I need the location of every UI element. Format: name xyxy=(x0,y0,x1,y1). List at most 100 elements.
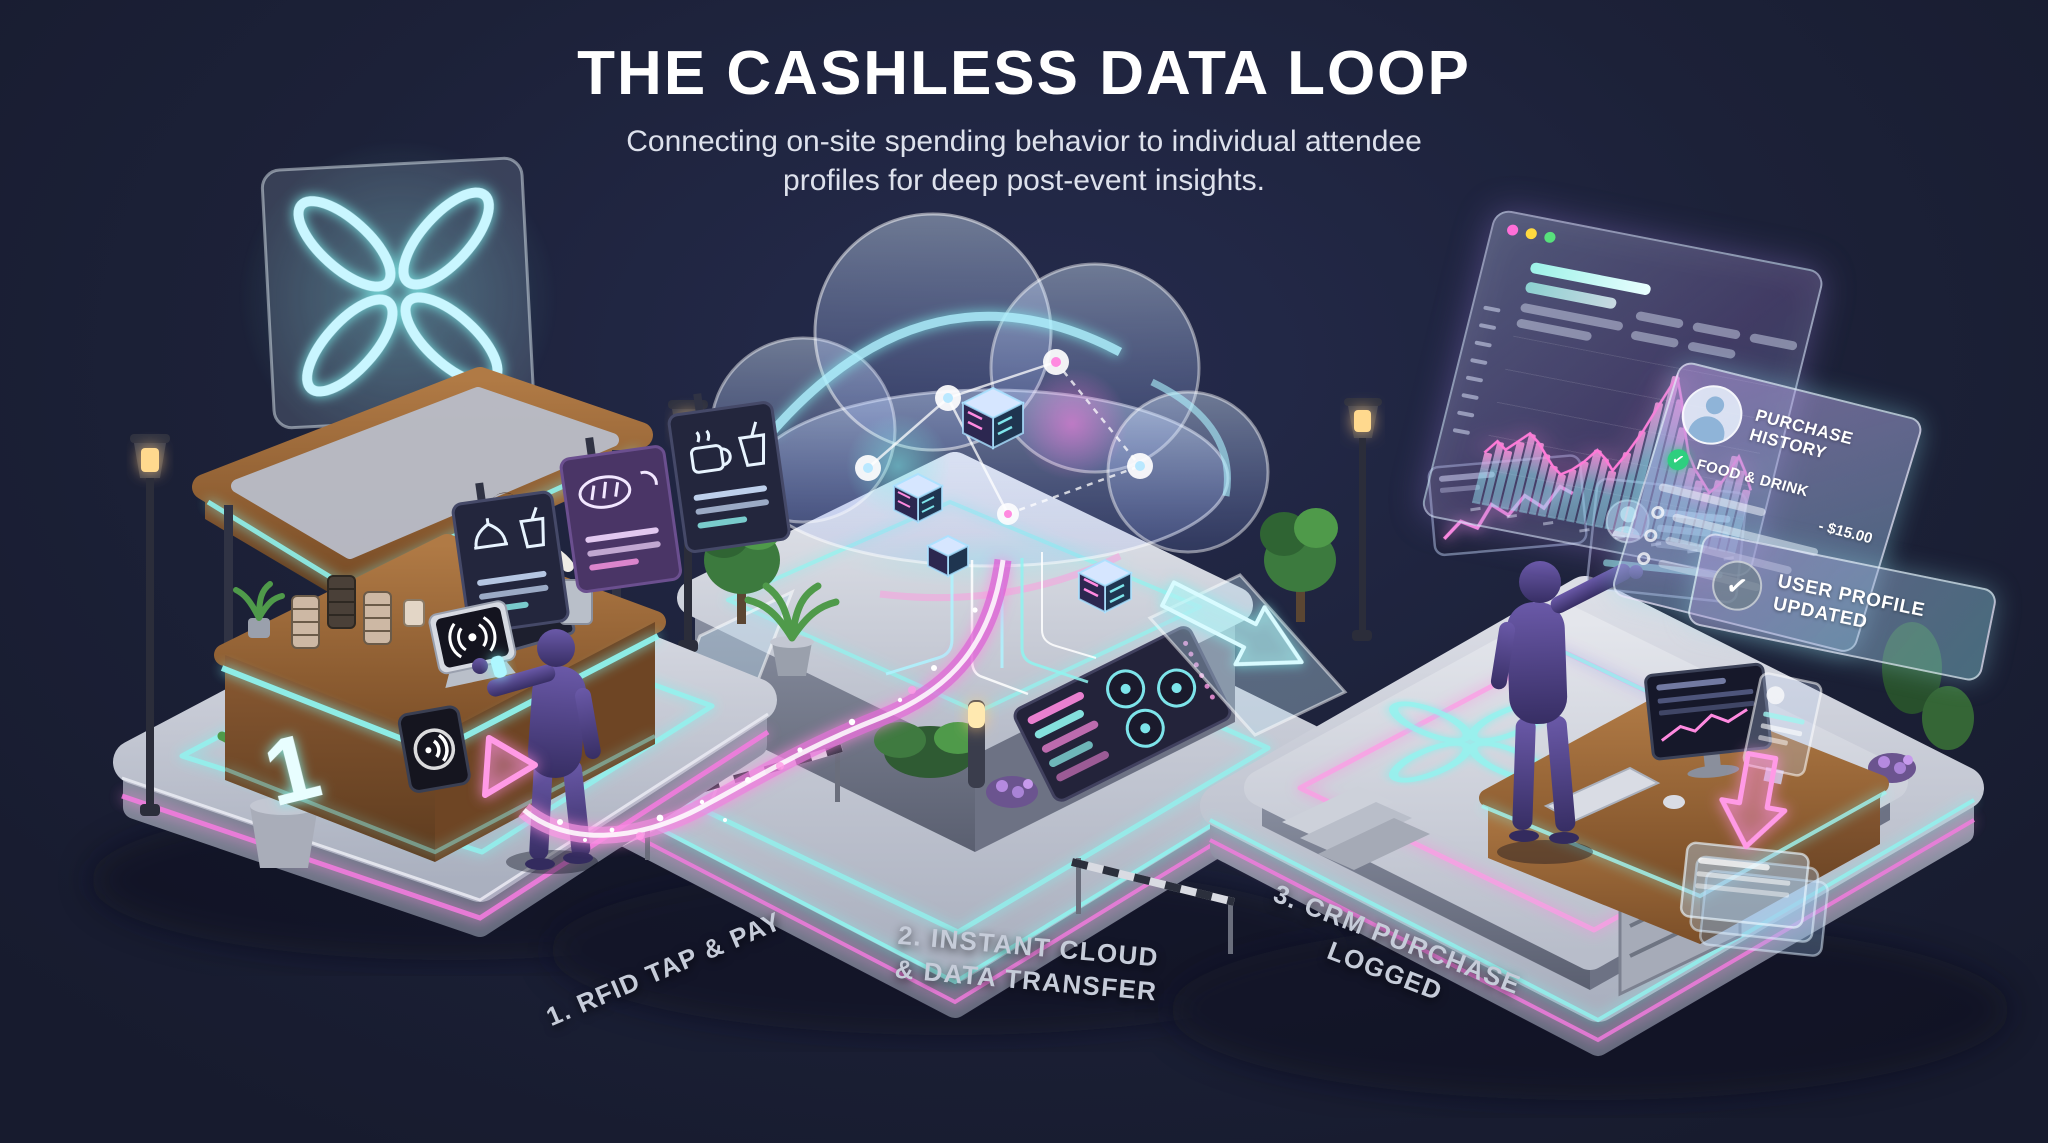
stream-sparkles-pink xyxy=(636,686,916,840)
window-dot-close[interactable] xyxy=(1505,223,1520,237)
middle-platform-neon-cyan xyxy=(565,758,1320,985)
stream-arrowhead xyxy=(482,735,538,798)
server-rack-panel xyxy=(1013,626,1232,802)
menu-line xyxy=(695,499,769,515)
bread-icon xyxy=(578,475,632,509)
cube-circuit-glyph xyxy=(1083,577,1099,598)
server-indicator-bar xyxy=(1034,709,1084,739)
server-indicator-bar xyxy=(1056,751,1109,782)
coffee-icon xyxy=(689,429,732,474)
radio-icon[interactable] xyxy=(1635,550,1652,567)
menu-line xyxy=(693,485,768,501)
desk-front xyxy=(1700,784,1880,944)
street-lamp xyxy=(130,434,170,816)
right-platform-neon-cyan xyxy=(1209,798,1976,1023)
radio-icon[interactable] xyxy=(1649,504,1667,521)
counter-plant xyxy=(233,581,285,638)
figure-leg xyxy=(529,761,553,860)
street-lamp xyxy=(1344,398,1382,641)
menu-line xyxy=(479,584,549,600)
crm-documents xyxy=(1679,841,1829,957)
menu-line xyxy=(477,570,547,586)
data-cube xyxy=(1076,558,1134,614)
server-indicator-bar xyxy=(1027,691,1084,725)
figure-shadow xyxy=(1497,840,1593,864)
desk-top xyxy=(1479,691,1889,893)
vendor-booth: 1 xyxy=(192,138,791,862)
canopy-inset xyxy=(231,387,619,559)
contactless-icon xyxy=(448,616,497,659)
soda-cup-icon xyxy=(737,421,766,468)
figure-arm-raised xyxy=(487,664,556,697)
mouse xyxy=(1663,795,1685,809)
flower-bush xyxy=(986,776,1038,808)
potted-palm xyxy=(744,582,840,676)
radio-icon[interactable] xyxy=(1642,527,1659,544)
cloud-platform xyxy=(677,452,1253,852)
stairs xyxy=(1282,786,1430,870)
profile-logged-arrow xyxy=(1719,751,1788,850)
monitor-chart-line xyxy=(1660,708,1748,742)
data-cloud xyxy=(709,212,1270,696)
cube-circuit-glyph xyxy=(897,491,911,508)
croissant-icon xyxy=(640,470,658,485)
window-dot-minimize[interactable] xyxy=(1524,227,1539,241)
cake-icon xyxy=(474,518,509,550)
figure-leg xyxy=(1512,717,1536,830)
desk-front xyxy=(1488,798,1700,944)
cube-circuit-glyph xyxy=(921,496,935,513)
nav-chip[interactable] xyxy=(1687,341,1737,360)
cube-circuit-glyph xyxy=(967,410,983,431)
drink-cup-icon xyxy=(519,506,545,549)
crm-dashboard-window: PURCHASE HISTORY ✓ FOOD & DRINK - $15.00 xyxy=(1419,208,1925,655)
menu-line xyxy=(697,516,748,529)
purchase-history-title: PURCHASE HISTORY xyxy=(1747,406,1856,463)
left-platform-neon-pink xyxy=(121,729,770,921)
nav-chip[interactable] xyxy=(1748,332,1799,351)
booth-post xyxy=(224,505,233,670)
middle-platform-neon-pink xyxy=(565,778,1320,1005)
left-platform-white-strip xyxy=(121,712,769,902)
window-dot-maximize[interactable] xyxy=(1543,230,1557,244)
server-fan-icon xyxy=(1125,708,1165,748)
check-icon: ✓ xyxy=(1664,447,1692,473)
contactless-icon xyxy=(413,728,456,770)
figure-head xyxy=(1519,561,1561,603)
data-cube xyxy=(960,386,1026,450)
figure-head xyxy=(537,629,575,667)
tap-to-cloud-stream xyxy=(482,558,1012,844)
figure-torso xyxy=(1506,601,1568,725)
menu-board xyxy=(559,437,682,594)
server-fan-icon xyxy=(1157,668,1197,708)
cloud-rim-light-cyan xyxy=(768,311,1123,435)
coffee-cup-stack xyxy=(291,575,425,649)
server-dot-matrix xyxy=(1183,640,1215,700)
crm-desk xyxy=(1479,662,1889,997)
lamp-glow xyxy=(1354,410,1371,432)
menu-line xyxy=(589,558,639,571)
nav-chip[interactable] xyxy=(1691,321,1742,340)
crm-operator-figure xyxy=(1490,561,1643,864)
check-icon: ✓ xyxy=(1707,556,1767,616)
cloud-network xyxy=(867,360,1141,516)
figure-torso xyxy=(527,666,587,778)
nav-chip[interactable] xyxy=(1634,310,1685,329)
tree xyxy=(1260,508,1338,622)
cloud-circuit-traces xyxy=(885,552,1097,696)
bollard-light xyxy=(968,700,985,788)
server-indicator-bar xyxy=(1041,720,1099,753)
cube-circuit-glyph xyxy=(1109,583,1125,604)
flower-logo-icon xyxy=(293,187,503,397)
railing xyxy=(1071,858,1235,954)
server-indicator-bar xyxy=(1049,741,1093,768)
figure-arm xyxy=(575,687,601,760)
bush xyxy=(874,722,982,778)
figure-hand xyxy=(472,658,488,674)
subtitle-line-2: profiles for deep post-event insights. xyxy=(783,164,1265,197)
page-subtitle: Connecting on-site spending behavior to … xyxy=(0,122,2048,200)
nav-chip[interactable] xyxy=(1630,330,1680,349)
lamp-glow xyxy=(141,448,159,472)
window-controls xyxy=(1505,223,1557,244)
